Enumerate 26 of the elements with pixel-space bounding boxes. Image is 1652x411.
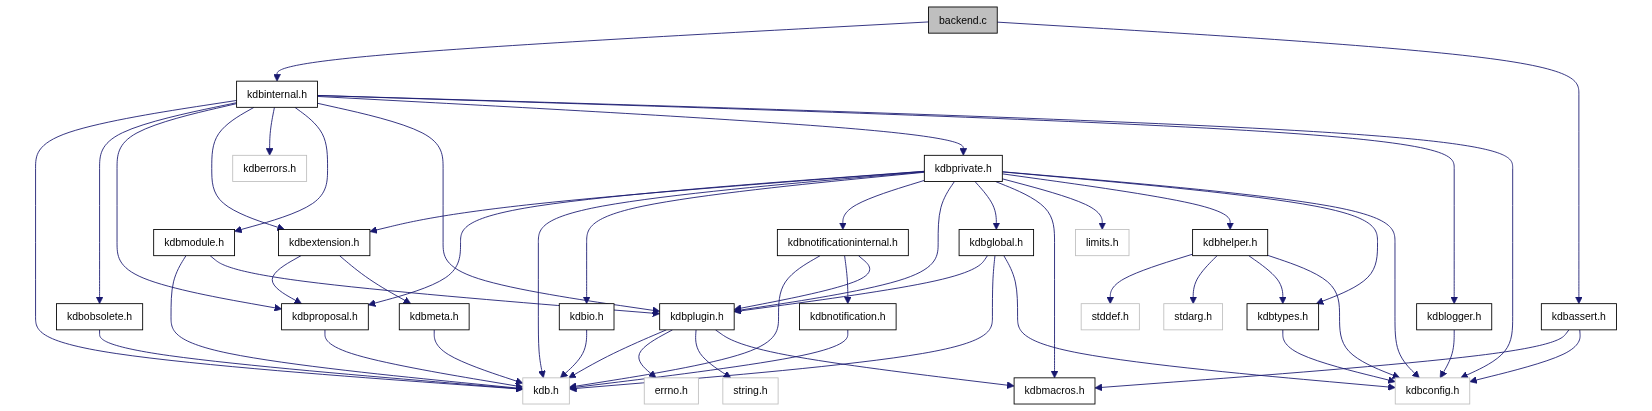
node-box: kdbglobal.h [958,229,1035,257]
node-box: backend.c [928,6,998,34]
node-box: errno.h [643,377,699,405]
node-box: stddef.h [1080,303,1140,331]
node-box: kdbnotification.h [799,303,897,331]
node-box: kdbinternal.h [236,80,318,108]
node-box: kdbhelper.h [1192,229,1269,257]
node-box: kdberrors.h [232,154,308,182]
node-box: kdb.h [522,377,570,405]
node-box: kdbproposal.h [281,303,369,331]
node-box: kdbio.h [558,303,615,331]
node-box: kdbprivate.h [923,154,1003,182]
node-box: kdbmacros.h [1013,377,1096,405]
node-box: string.h [722,377,779,405]
node-box: kdblogger.h [1416,303,1493,331]
node-box: kdbobsolete.h [56,303,144,331]
node-box: stdarg.h [1163,303,1223,331]
node-box: limits.h [1075,229,1130,257]
node-box: kdbtypes.h [1246,303,1320,331]
node-box: kdbmeta.h [398,303,470,331]
node-box: kdbplugin.h [659,303,735,331]
node-box: kdbnotificationinternal.h [776,229,909,257]
node-box: kdbextension.h [278,229,371,257]
node-box: kdbconfig.h [1394,377,1471,405]
node-box: kdbmodule.h [153,229,235,257]
node-box: kdbassert.h [1540,303,1617,331]
